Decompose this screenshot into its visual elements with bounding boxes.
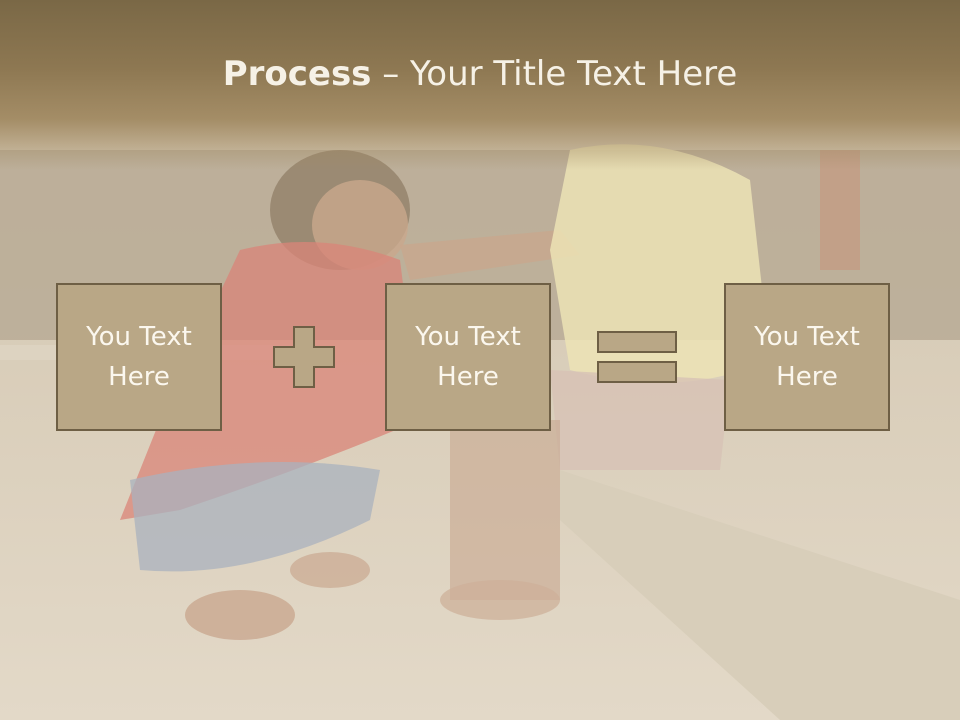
header-band (0, 0, 960, 170)
text-box-1[interactable]: You Text Here (56, 283, 222, 431)
equals-icon (597, 331, 677, 383)
text-box-3[interactable]: You Text Here (724, 283, 890, 431)
title-bold: Process (222, 54, 372, 94)
text-box-2[interactable]: You Text Here (385, 283, 551, 431)
plus-icon (273, 326, 335, 388)
title-rest: – Your Title Text Here (371, 54, 738, 94)
slide-title: Process – Your Title Text Here (0, 52, 960, 96)
